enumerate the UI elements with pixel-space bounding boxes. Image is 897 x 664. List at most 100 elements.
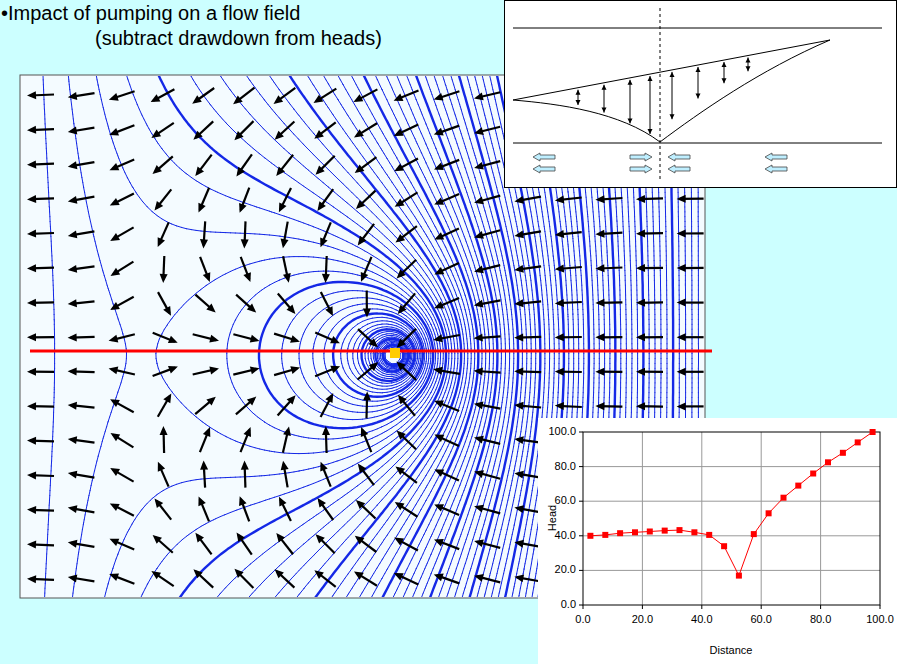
- flow-arrow-head: [355, 165, 365, 174]
- flow-arrow-head: [677, 229, 686, 237]
- flow-arrow-head: [361, 272, 368, 282]
- drawdown-arrow-head: [746, 66, 751, 71]
- flow-arrow-head: [27, 160, 36, 168]
- flow-arrow-head: [514, 402, 523, 410]
- tick: [880, 605, 881, 609]
- flow-direction-arrows: [533, 153, 787, 173]
- tick: [579, 570, 583, 571]
- flow-block-arrow: [533, 165, 555, 173]
- drawdown-arrow-head: [696, 93, 701, 98]
- flow-block-arrow: [630, 153, 652, 161]
- flow-arrow-head: [314, 570, 324, 579]
- flow-arrow-head: [474, 539, 484, 547]
- flow-arrow-head: [110, 198, 120, 206]
- tick: [579, 535, 583, 536]
- flow-arrow-head: [474, 300, 484, 308]
- contour-line: [299, 298, 429, 413]
- flow-arrow-head: [237, 532, 245, 542]
- flow-arrow-head: [514, 333, 523, 341]
- flow-arrow-head: [474, 197, 484, 205]
- flow-arrow-head: [434, 232, 444, 239]
- flow-arrow-head: [474, 231, 484, 239]
- contour-line: [358, 327, 417, 384]
- contour-line: [333, 313, 423, 396]
- flow-arrow-head: [27, 402, 36, 410]
- x-tick-label: 100.0: [866, 613, 894, 625]
- y-tick-label: 100.0: [538, 425, 576, 437]
- contour-line: [127, 76, 444, 597]
- flow-arrow-head: [320, 237, 327, 247]
- head-point: [691, 529, 697, 535]
- head-point: [647, 529, 653, 535]
- contour-line: [96, 76, 440, 597]
- drawdown-arrow-head: [576, 90, 581, 95]
- flow-arrow-head: [394, 129, 404, 137]
- flow-arrow-head: [110, 163, 120, 170]
- flow-arrow-head: [68, 575, 78, 583]
- flow-arrow-head: [27, 299, 36, 307]
- flow-arrow-head: [514, 540, 524, 548]
- flow-block-arrow: [630, 165, 652, 173]
- x-tick-label: 40.0: [691, 613, 712, 625]
- flow-arrow-head: [287, 305, 296, 314]
- flow-arrow-head: [27, 575, 36, 583]
- flow-arrow-head: [595, 333, 604, 341]
- tick: [579, 432, 583, 433]
- flow-arrow-head: [287, 395, 296, 404]
- flow-arrow-head: [636, 264, 645, 272]
- pumping-well: [390, 348, 400, 358]
- flow-arrow-head: [109, 335, 119, 343]
- flow-arrow-head: [636, 402, 645, 410]
- flow-arrow-head: [677, 402, 686, 410]
- flow-arrow-head: [155, 498, 164, 508]
- flow-arrow-head: [200, 239, 208, 248]
- flow-arrow-head: [110, 468, 120, 476]
- section-line: [30, 350, 712, 353]
- flow-arrow-head: [68, 230, 78, 238]
- flow-arrow-head: [241, 239, 249, 248]
- head-series: [587, 429, 875, 579]
- flow-arrow-head: [395, 502, 405, 510]
- flow-arrow-head: [474, 162, 484, 170]
- grid-line: [583, 501, 880, 502]
- well-axis: [660, 8, 661, 182]
- flow-arrow-head: [27, 195, 36, 203]
- flow-block-arrow: [765, 153, 787, 161]
- flow-arrow-head: [555, 230, 564, 238]
- flow-arrow-head: [474, 334, 483, 342]
- flow-arrow-head: [677, 264, 686, 272]
- flow-arrow-head: [474, 574, 484, 582]
- flow-arrow-head: [27, 264, 36, 272]
- flow-arrow-head: [397, 431, 406, 440]
- flow-arrow-head: [27, 471, 36, 479]
- head-point: [721, 543, 727, 549]
- drawdown-cone: [513, 40, 830, 142]
- flow-arrow-head: [195, 533, 204, 543]
- flow-arrow-head: [434, 504, 444, 511]
- flow-arrow-head: [234, 131, 243, 140]
- flow-arrow-head: [396, 362, 405, 371]
- flow-block-arrow: [668, 165, 690, 173]
- contour-line: [375, 339, 408, 372]
- head-point: [632, 529, 638, 535]
- flow-arrow-head: [155, 201, 164, 211]
- flow-arrow-head: [68, 161, 78, 169]
- flow-arrow-head: [160, 274, 168, 283]
- flow-block-arrow: [668, 153, 690, 161]
- flow-arrow-head: [153, 535, 162, 544]
- flow-arrow-head: [193, 569, 202, 578]
- flow-arrow-head: [68, 368, 77, 376]
- y-tick-label: 60.0: [538, 494, 576, 506]
- contour-line: [289, 76, 461, 597]
- flow-arrow-head: [206, 397, 215, 406]
- flow-arrow-head: [397, 269, 406, 278]
- flow-arrow-head: [235, 569, 244, 578]
- flow-arrow-head: [290, 366, 300, 374]
- contour-line: [313, 304, 427, 407]
- contour-line: [269, 76, 458, 597]
- flow-arrow-head: [397, 339, 406, 348]
- drawdown-arrow-head: [602, 108, 607, 113]
- chart-background: [538, 418, 897, 664]
- head-point: [766, 510, 772, 516]
